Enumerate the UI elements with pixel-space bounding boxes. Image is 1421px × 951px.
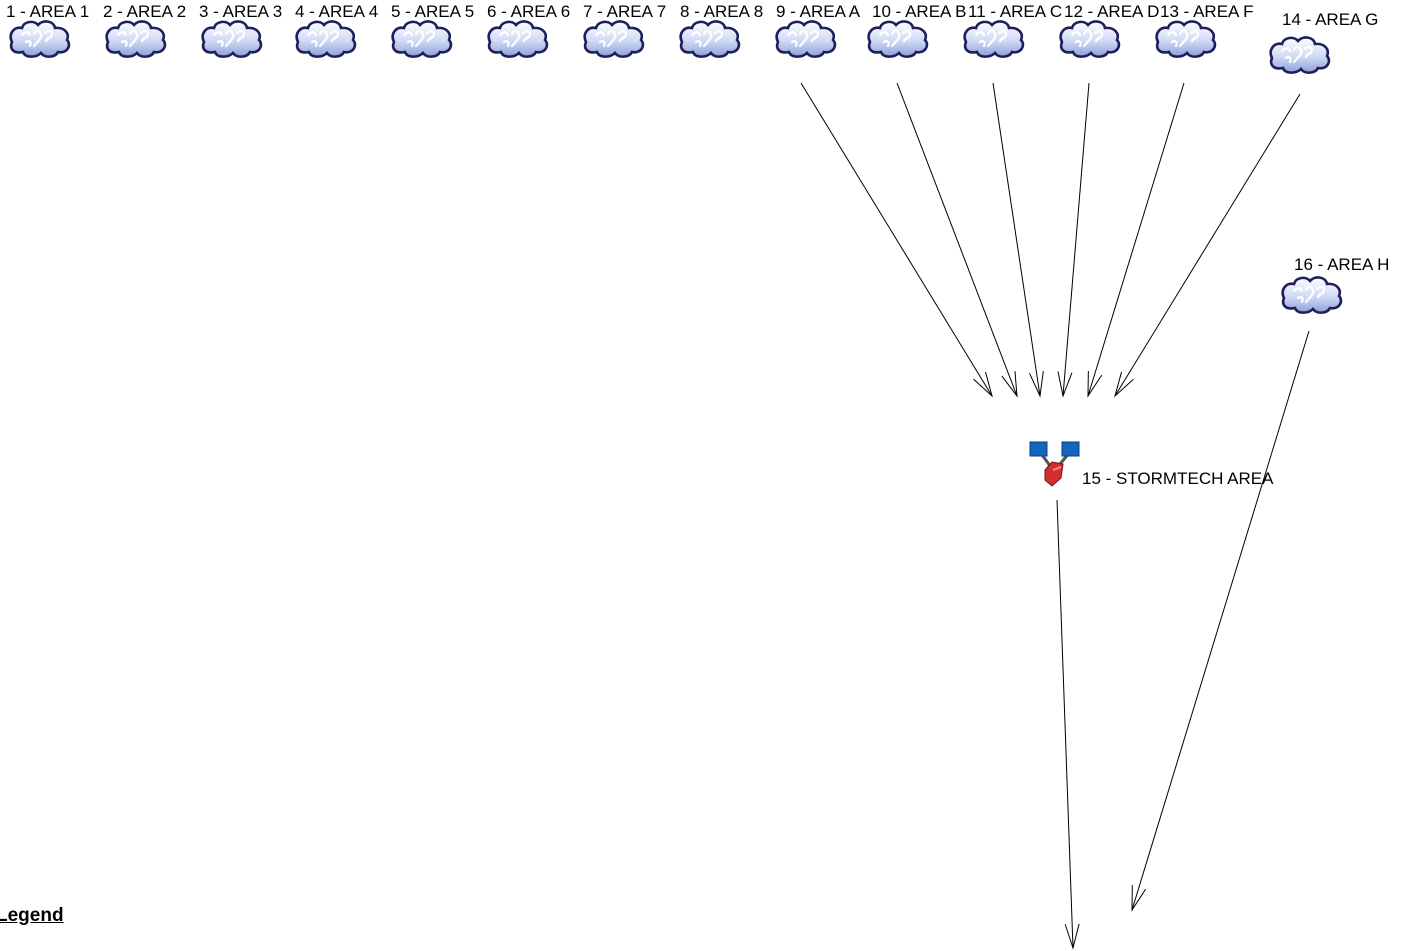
node-label: 2 - AREA 2 bbox=[103, 2, 186, 21]
link-n10-to-n15 bbox=[896, 82, 1018, 398]
node-n10[interactable]: 10 - AREA B bbox=[867, 2, 967, 58]
node-label: 14 - AREA G bbox=[1282, 10, 1378, 29]
node-n7[interactable]: 7 - AREA 7 bbox=[583, 2, 666, 58]
subcatchment-cloud-icon bbox=[1155, 20, 1217, 58]
pond-reach-icon bbox=[1029, 441, 1080, 487]
subcatchment-cloud-icon bbox=[9, 20, 71, 58]
link-n16-to-offpage bbox=[1131, 330, 1310, 912]
link-n15-to-offpage bbox=[1056, 499, 1080, 950]
subcatchment-cloud-icon bbox=[1281, 276, 1343, 314]
node-label: 3 - AREA 3 bbox=[199, 2, 282, 21]
node-n13[interactable]: 13 - AREA F bbox=[1155, 2, 1254, 58]
node-label: 9 - AREA A bbox=[776, 2, 861, 21]
arrowhead bbox=[1131, 884, 1147, 912]
links-layer bbox=[800, 82, 1310, 950]
subcatchment-cloud-icon bbox=[295, 20, 357, 58]
node-n4[interactable]: 4 - AREA 4 bbox=[295, 2, 378, 58]
node-n14[interactable]: 14 - AREA G bbox=[1269, 10, 1379, 74]
subcatchment-cloud-icon bbox=[867, 20, 929, 58]
node-n5[interactable]: 5 - AREA 5 bbox=[391, 2, 474, 58]
node-n9[interactable]: 9 - AREA A bbox=[775, 2, 861, 58]
link-n14-to-n15 bbox=[1114, 93, 1301, 398]
node-n12[interactable]: 12 - AREA D bbox=[1059, 2, 1160, 58]
subcatchment-cloud-icon bbox=[1269, 36, 1331, 74]
arrowhead bbox=[1064, 923, 1080, 950]
subcatchment-cloud-icon bbox=[963, 20, 1025, 58]
node-n11[interactable]: 11 - AREA C bbox=[963, 2, 1062, 58]
node-n3[interactable]: 3 - AREA 3 bbox=[199, 2, 282, 58]
arrowhead bbox=[1057, 371, 1073, 398]
node-n1[interactable]: 1 - AREA 1 bbox=[6, 2, 89, 58]
node-n8[interactable]: 8 - AREA 8 bbox=[679, 2, 763, 58]
arrowhead bbox=[1114, 371, 1134, 398]
subcatchment-cloud-icon bbox=[391, 20, 453, 58]
node-n16[interactable]: 16 - AREA H bbox=[1281, 255, 1390, 314]
node-label: 13 - AREA F bbox=[1160, 2, 1254, 21]
subcatchment-cloud-icon bbox=[487, 20, 549, 58]
node-n2[interactable]: 2 - AREA 2 bbox=[103, 2, 186, 58]
nodes-layer: 1 - AREA 1 2 - AREA 2 3 - AREA 3 4 - AREA 4… bbox=[6, 2, 1389, 488]
node-label: 10 - AREA B bbox=[872, 2, 967, 21]
arrowhead bbox=[1029, 371, 1044, 398]
node-n15[interactable]: 15 - STORMTECH AREA bbox=[1029, 441, 1274, 488]
node-label: 1 - AREA 1 bbox=[6, 2, 89, 21]
subcatchment-cloud-icon bbox=[105, 20, 167, 58]
arrowhead bbox=[973, 371, 993, 398]
node-label: 12 - AREA D bbox=[1064, 2, 1159, 21]
link-n11-to-n15 bbox=[992, 82, 1044, 398]
subcatchment-cloud-icon bbox=[583, 20, 645, 58]
link-n9-to-n15 bbox=[800, 82, 993, 398]
node-label: 8 - AREA 8 bbox=[680, 2, 763, 21]
node-label: 5 - AREA 5 bbox=[391, 2, 474, 21]
node-label: 16 - AREA H bbox=[1294, 255, 1389, 274]
subcatchment-cloud-icon bbox=[201, 20, 263, 58]
link-n13-to-n15 bbox=[1087, 82, 1185, 398]
arrowhead bbox=[1087, 370, 1103, 398]
subcatchment-cloud-icon bbox=[679, 20, 741, 58]
subcatchment-cloud-icon bbox=[775, 20, 837, 58]
arrowhead bbox=[1001, 371, 1018, 398]
link-n12-to-n15 bbox=[1057, 82, 1090, 398]
legend-title: Legend bbox=[0, 905, 64, 926]
node-n6[interactable]: 6 - AREA 6 bbox=[487, 2, 570, 58]
node-label: 6 - AREA 6 bbox=[487, 2, 570, 21]
node-label: 4 - AREA 4 bbox=[295, 2, 378, 21]
node-label: 7 - AREA 7 bbox=[583, 2, 666, 21]
node-label: 15 - STORMTECH AREA bbox=[1082, 469, 1274, 488]
node-label: 11 - AREA C bbox=[968, 2, 1062, 21]
subcatchment-cloud-icon bbox=[1059, 20, 1121, 58]
